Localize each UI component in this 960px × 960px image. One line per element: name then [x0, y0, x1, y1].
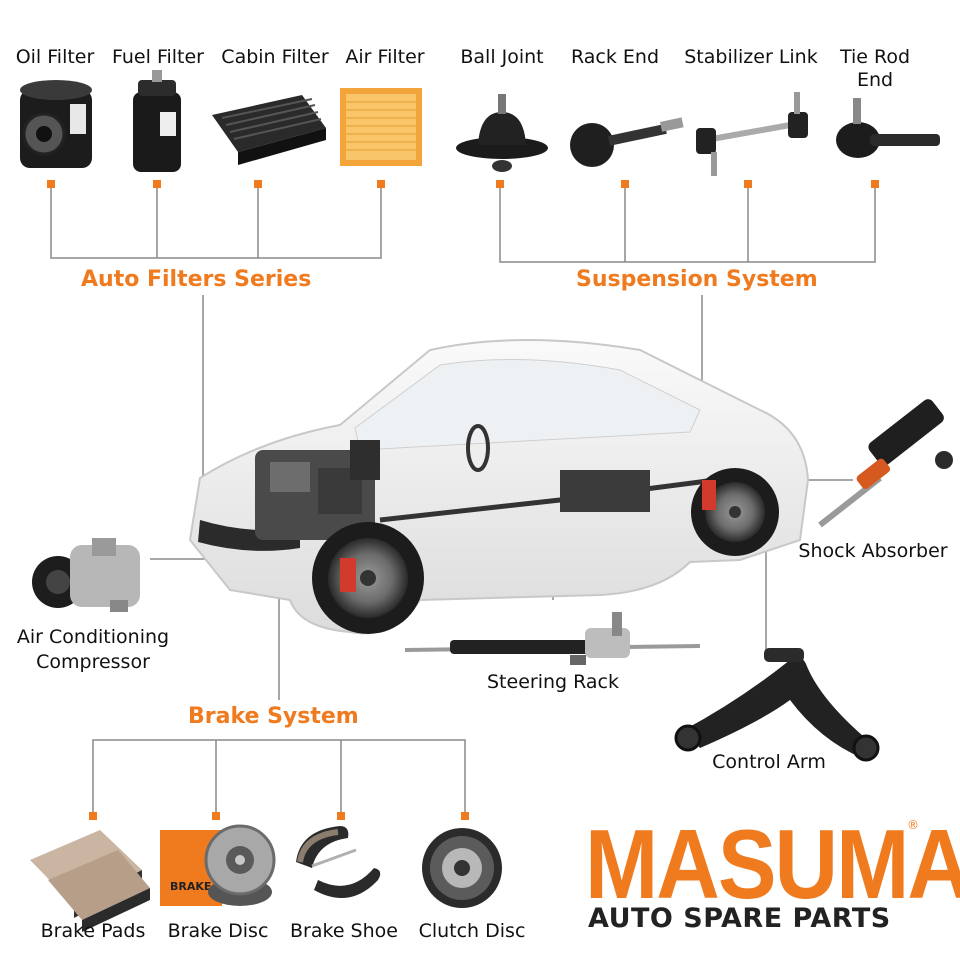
label-tie-rod-end: Tie Rod End [839, 46, 911, 91]
label-clutch-disc: Clutch Disc [418, 920, 526, 942]
label-control-arm: Control Arm [712, 751, 826, 773]
shock-absorber-image [818, 399, 953, 528]
rack-end-image [570, 117, 684, 167]
fuel-filter-image [133, 70, 181, 172]
label-steering-rack: Steering Rack [487, 671, 619, 693]
brake-shoe-image [296, 826, 381, 898]
cabin-filter-image [212, 95, 326, 165]
control-arm-image [674, 648, 880, 762]
label-oil-filter: Oil Filter [15, 46, 95, 68]
label-stabilizer-link: Stabilizer Link [684, 46, 818, 68]
label-air-filter: Air Filter [345, 46, 425, 68]
group-suspension: Suspension System [576, 267, 818, 292]
brand-logo: MASUMA [585, 808, 960, 920]
tie-rod-end-image [836, 98, 940, 158]
brand-tagline: AUTO SPARE PARTS [588, 903, 891, 934]
brake-disc-image: BRAKE D [160, 824, 276, 906]
label-fuel-filter: Fuel Filter [112, 46, 204, 68]
group-auto-filters: Auto Filters Series [81, 267, 312, 292]
group-brake: Brake System [188, 704, 359, 729]
label-rack-end: Rack End [570, 46, 660, 68]
label-brake-pads: Brake Pads [40, 920, 146, 942]
clutch-disc-image [422, 828, 502, 908]
oil-filter-image [20, 80, 92, 168]
stabilizer-link-image [696, 92, 808, 176]
brake-pads-image [30, 830, 150, 932]
air-filter-image [340, 88, 422, 166]
label-brake-disc: Brake Disc [167, 920, 269, 942]
steering-rack-image [404, 612, 701, 665]
label-cabin-filter: Cabin Filter [221, 46, 329, 68]
label-ball-joint: Ball Joint [460, 46, 544, 68]
ac-compressor-image [32, 538, 140, 612]
car-cutaway-image [188, 339, 810, 635]
ball-joint-image [456, 94, 548, 172]
label-ac-compressor: Air Conditioning Compressor [16, 626, 170, 673]
registered-mark: ® [907, 818, 919, 832]
label-shock-absorber: Shock Absorber [798, 540, 948, 562]
label-brake-shoe: Brake Shoe [290, 920, 398, 942]
